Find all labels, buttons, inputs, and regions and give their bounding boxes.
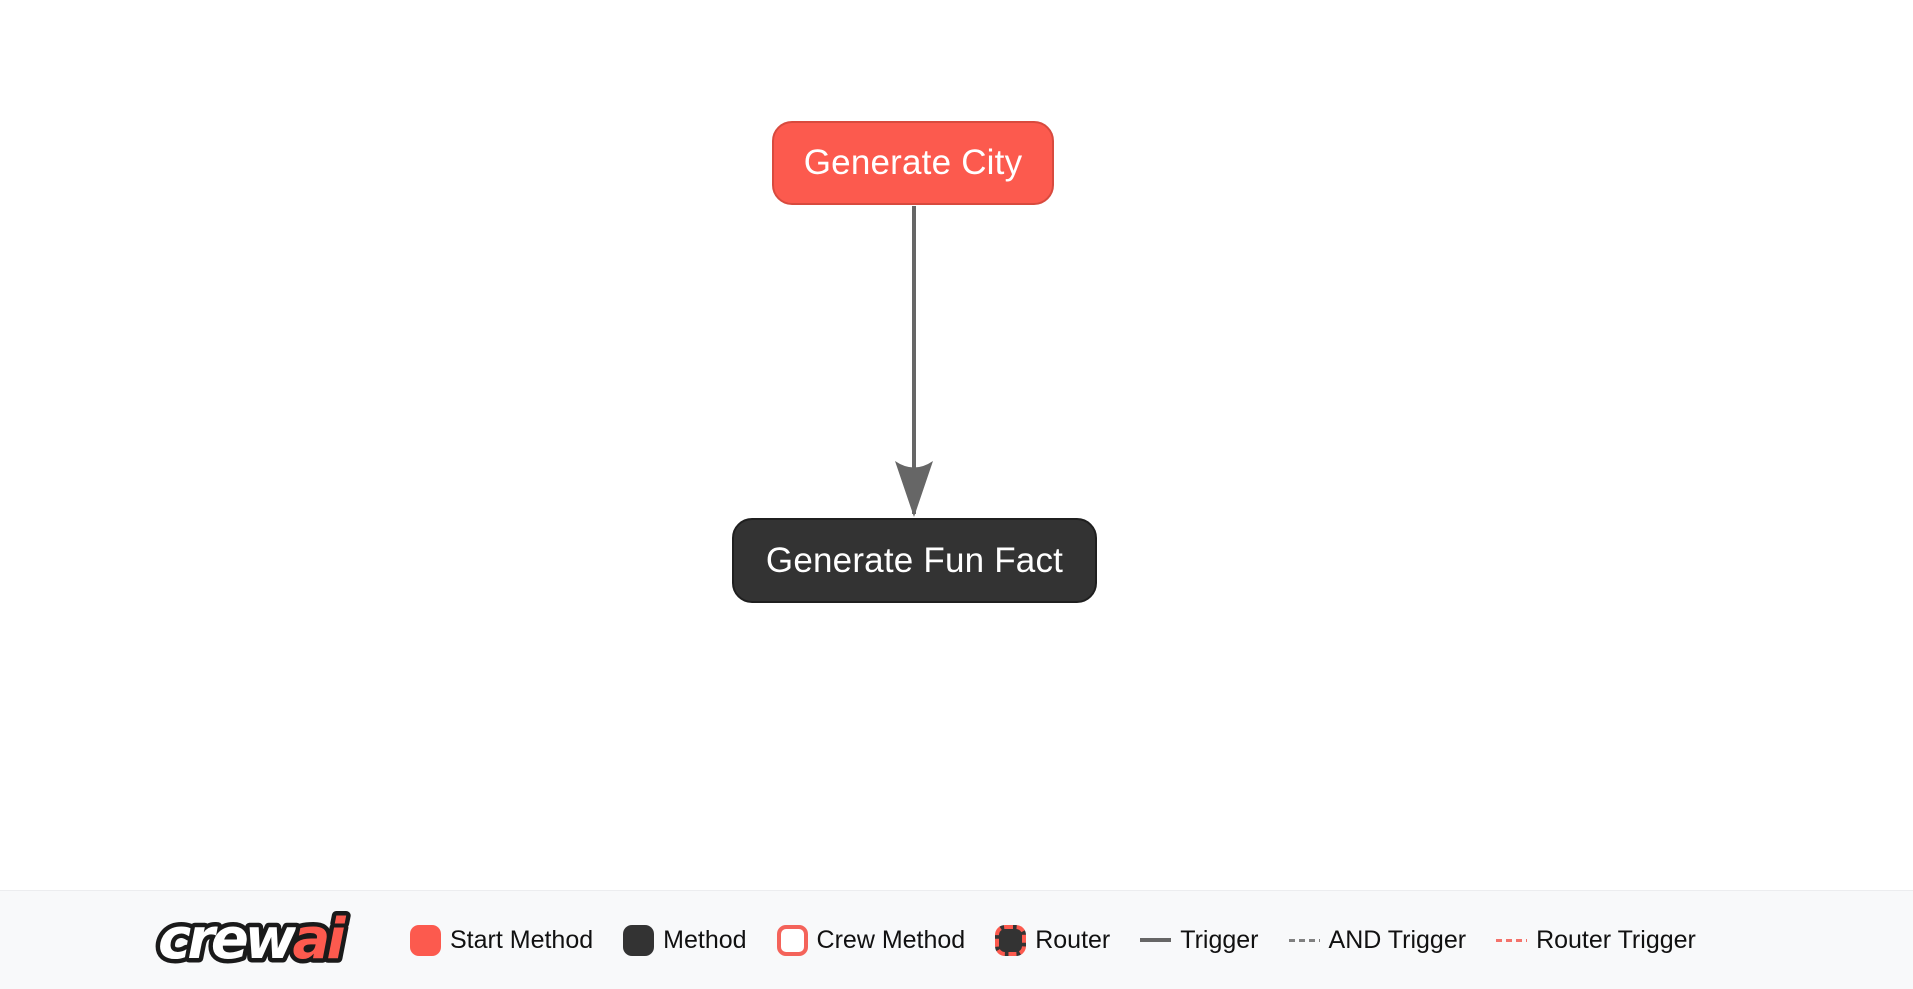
- node-label: Generate Fun Fact: [765, 540, 1064, 580]
- legend-label: Router: [1035, 925, 1111, 954]
- router-trigger-line-icon: [1496, 938, 1528, 942]
- trigger-line-icon: [1140, 938, 1172, 942]
- legend-item-method: Method: [623, 924, 747, 956]
- svg-text:crewai: crewai: [158, 907, 346, 972]
- crewai-logo: crewai: [152, 902, 380, 983]
- legend-label: Crew Method: [816, 925, 966, 954]
- node-generate-fun-fact[interactable]: Generate Fun Fact: [732, 518, 1097, 603]
- legend-item-router-trigger: Router Trigger: [1496, 926, 1696, 955]
- legend-bar: crewai Start Method Method Crew Method R…: [0, 890, 1913, 989]
- and-trigger-line-icon: [1288, 938, 1320, 942]
- crew-method-swatch-icon: [776, 924, 808, 956]
- trigger-edge: [895, 206, 933, 517]
- legend-item-and-trigger: AND Trigger: [1288, 925, 1467, 955]
- legend-item-crew-method: Crew Method: [776, 924, 966, 956]
- logo-text-ai: ai: [293, 907, 347, 972]
- legend-label: Trigger: [1180, 925, 1259, 954]
- legend-item-router: Router: [995, 924, 1111, 956]
- legend-items: Start Method Method Crew Method Router T…: [410, 924, 1696, 956]
- legend-item-start-method: Start Method: [410, 924, 594, 956]
- legend-label: Method: [663, 925, 747, 954]
- node-generate-city[interactable]: Generate City: [772, 121, 1054, 205]
- arrowhead-icon: [895, 461, 933, 517]
- legend-item-trigger: Trigger: [1140, 925, 1259, 955]
- logo-text-crew: crew: [158, 907, 297, 972]
- legend-label: Start Method: [450, 925, 594, 954]
- router-swatch-icon: [995, 924, 1027, 956]
- method-swatch-icon: [623, 924, 655, 956]
- start-method-swatch-icon: [410, 924, 441, 956]
- node-label: Generate City: [803, 143, 1023, 182]
- flow-canvas[interactable]: Generate City Generate Fun Fact: [0, 0, 1913, 889]
- legend-label: Router Trigger: [1536, 925, 1696, 954]
- legend-label: AND Trigger: [1328, 925, 1467, 954]
